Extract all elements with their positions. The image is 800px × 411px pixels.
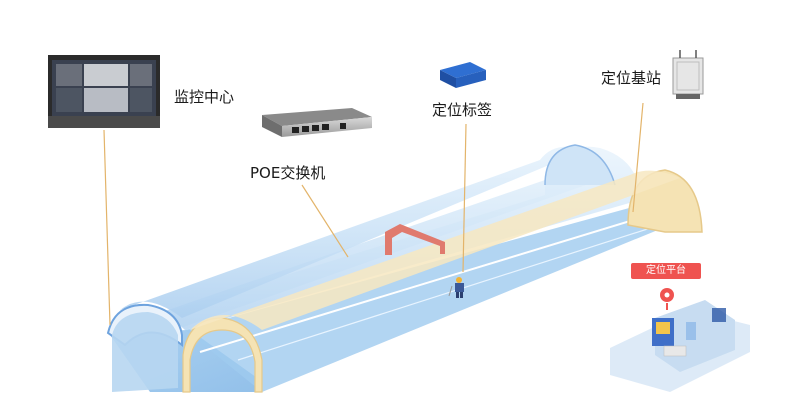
label-base-station: 定位基站 xyxy=(601,69,662,87)
positioning-platform-illustration xyxy=(610,288,750,392)
tunnel-rail-line xyxy=(199,217,641,353)
base-station-device xyxy=(672,50,704,99)
near-arch-blue-inner xyxy=(112,312,178,392)
yellow-band xyxy=(190,170,680,330)
label-poe-switch: POE交换机 xyxy=(250,164,326,182)
gantry xyxy=(385,224,445,255)
monitoring-wall xyxy=(48,55,160,128)
tunnel-top xyxy=(120,146,585,318)
label-positioning-platform: 定位平台 xyxy=(631,263,701,279)
poe-switch-device xyxy=(262,108,372,137)
callout-lines xyxy=(103,102,644,326)
callout-line-tag xyxy=(462,123,467,273)
label-positioning-tag: 定位标签 xyxy=(432,101,493,119)
worker-figure xyxy=(448,277,464,298)
tunnel-floor-long xyxy=(185,205,670,392)
tunnel xyxy=(106,144,703,393)
callout-line-monitoring xyxy=(103,129,111,326)
callout-line-base xyxy=(632,102,644,213)
callout-line-switch xyxy=(301,184,349,258)
tunnel-rail-line-2 xyxy=(237,224,661,361)
far-arch-blue xyxy=(544,144,616,186)
label-monitoring-center: 监控中心 xyxy=(174,88,235,106)
positioning-tag-device xyxy=(440,62,486,88)
